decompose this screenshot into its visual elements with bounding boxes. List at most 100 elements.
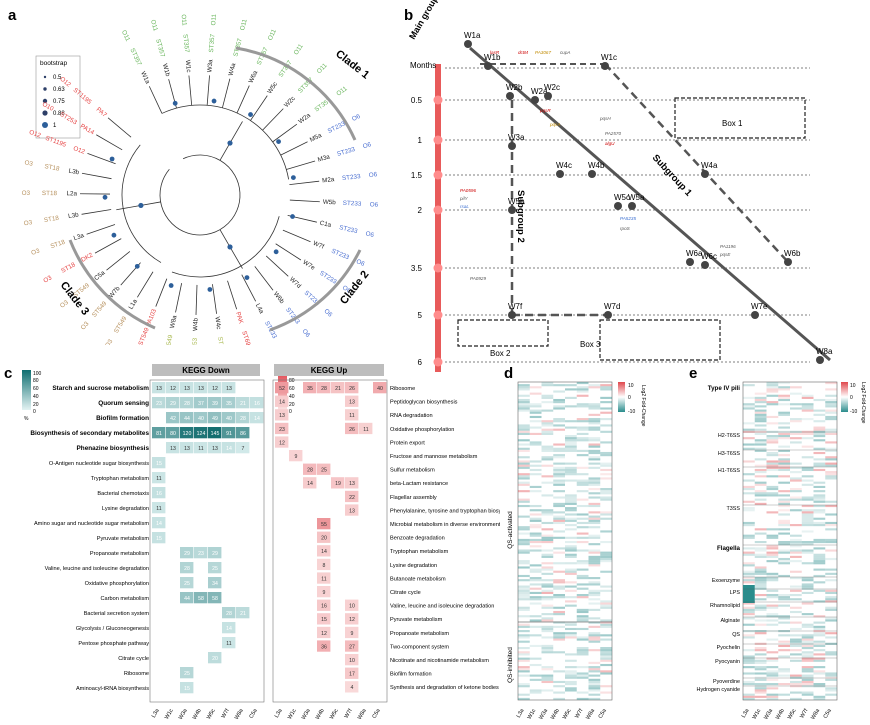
heatmap-cell: [553, 454, 565, 456]
heatmap-cell-value: 15: [156, 461, 162, 467]
pathway-label: Biofilm formation: [390, 672, 432, 678]
heatmap-cell: [825, 395, 837, 397]
heatmap-cell: [790, 552, 802, 554]
heatmap-cell: [743, 552, 755, 554]
heatmap-cell: [755, 397, 767, 399]
tree-branches: [80, 75, 320, 315]
heatmap-cell: [577, 569, 589, 571]
strain-node-label: W1c: [601, 53, 617, 62]
heatmap-cell: [530, 386, 542, 388]
heatmap-cell: [755, 405, 767, 407]
heatmap-cell: [825, 636, 837, 638]
column-label: W3a: [301, 707, 312, 720]
heatmap-cell: [565, 441, 577, 443]
heatmap-cell: [577, 480, 589, 482]
heatmap-cell: [577, 583, 589, 585]
heatmap-cell: [600, 441, 612, 443]
heatmap-cell: [755, 499, 767, 501]
heatmap-cell: [814, 622, 826, 624]
heatmap-cell: [790, 499, 802, 501]
heatmap-cell: [600, 477, 612, 479]
heatmap-cell: [530, 577, 542, 579]
heatmap-cell: [802, 639, 814, 641]
heatmap-cell: [553, 469, 565, 471]
heatmap-cell: [767, 624, 779, 626]
column-label: L3a: [516, 707, 526, 719]
heatmap-cell: [814, 560, 826, 562]
heatmap-cell: [518, 533, 530, 535]
tip-st-label: ST357: [181, 34, 190, 54]
heatmap-cell: [553, 503, 565, 505]
heatmap-cell: [565, 547, 577, 549]
heatmap-cell: [553, 429, 565, 431]
pathway-label: beta-Lactam resistance: [390, 481, 448, 487]
heatmap-cell: [755, 571, 767, 573]
heatmap-cell: [755, 649, 767, 651]
heatmap-cell: [778, 482, 790, 484]
heatmap-cell: [589, 418, 601, 420]
heatmap-cell: [790, 490, 802, 492]
heatmap-cell: [600, 626, 612, 628]
heatmap-cell: [790, 645, 802, 647]
heatmap-cell: [589, 668, 601, 670]
tip-strain-label: W7e: [301, 259, 316, 272]
heatmap-cell: [802, 586, 814, 588]
heatmap-cell: [743, 585, 755, 603]
column-label: W8a: [585, 707, 596, 720]
column-label: W5c: [206, 708, 217, 720]
heatmap-cell: [589, 446, 601, 448]
heatmap-cell: [767, 452, 779, 454]
heatmap-cell: [589, 685, 601, 687]
heatmap-cell: [589, 649, 601, 651]
heatmap-cell: [755, 579, 767, 581]
heatmap-cell: [755, 528, 767, 530]
heatmap-cell: [530, 588, 542, 590]
heatmap-cell: [790, 685, 802, 687]
heatmap-cell: [802, 407, 814, 409]
heatmap-cell: [600, 653, 612, 655]
heatmap-cell: [743, 486, 755, 488]
heatmap-cell: [755, 431, 767, 433]
heatmap-cell: [825, 429, 837, 431]
heatmap-cell: [814, 569, 826, 571]
heatmap-cell: [589, 626, 601, 628]
heatmap-cell: [767, 579, 779, 581]
heatmap-cell: [755, 439, 767, 441]
strain-node-w7e: [751, 311, 759, 319]
heatmap-cell: [755, 594, 767, 596]
heatmap-cell: [778, 598, 790, 600]
heatmap-cell-value: 27: [349, 644, 355, 650]
heatmap-cell: [802, 410, 814, 412]
heatmap-cell: [565, 437, 577, 439]
down-legend: 100 80 60 40 20 0 %: [22, 370, 42, 422]
heatmap-cell: [553, 547, 565, 549]
tip-serotype-label: O11: [267, 28, 278, 42]
column-label: W1c: [527, 708, 538, 720]
heatmap-cell: [565, 499, 577, 501]
bootstrap-node: [112, 233, 117, 238]
heatmap-cell: [589, 662, 601, 664]
heatmap-cell: [743, 407, 755, 409]
heatmap-cell: [743, 672, 755, 674]
heatmap-cell: [778, 454, 790, 456]
tip-st-label: ST233: [318, 270, 338, 286]
heatmap-cell-value: 9: [351, 631, 354, 637]
heatmap-cell: [778, 490, 790, 492]
heatmap-cell: [542, 679, 554, 681]
column-label: W7f: [574, 708, 584, 720]
pathway-label: Sulfur metabolism: [390, 468, 435, 474]
heatmap-cell: [518, 473, 530, 475]
heatmap-cell: [767, 537, 779, 539]
virulence-row-label: Flagella: [717, 545, 741, 552]
heatmap-cell: [518, 683, 530, 685]
heatmap-cell: [802, 484, 814, 486]
heatmap-cell-value: 11: [198, 446, 203, 452]
heatmap-cell: [553, 473, 565, 475]
heatmap-cell: [767, 382, 779, 384]
heatmap-cell: [802, 679, 814, 681]
heatmap-cell: [755, 556, 767, 558]
heatmap-cell: [530, 524, 542, 526]
tip-st-label: ST693: [240, 330, 252, 345]
heatmap-cell: [600, 530, 612, 532]
